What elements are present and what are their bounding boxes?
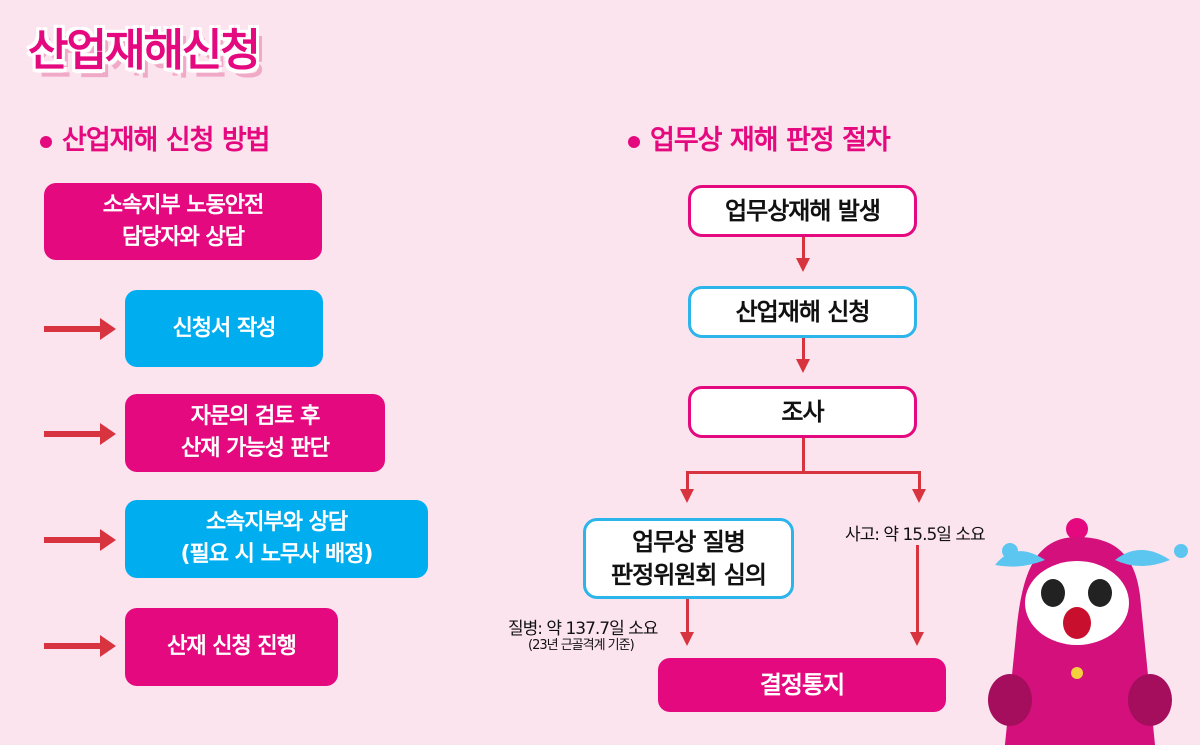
connector: [802, 438, 805, 473]
arrow-down-icon: [680, 489, 694, 503]
node-application: 산업재해 신청: [688, 286, 917, 338]
bullet-icon: [40, 135, 52, 148]
step-branch-consult: 소속지부와 상담 (필요 시 노무사 배정): [125, 500, 428, 578]
connector: [916, 545, 919, 633]
arrow-right-icon: [44, 635, 116, 657]
node-occurrence: 업무상재해 발생: [688, 185, 917, 237]
connector: [686, 471, 689, 491]
bullet-icon: [628, 135, 640, 148]
step-consult: 소속지부 노동안전 담당자와 상담: [44, 183, 322, 260]
heading-text: 업무상 재해 판정 절차: [650, 125, 891, 156]
heading-text: 산업재해 신청 방법: [62, 125, 271, 156]
crying-mascot-icon: [988, 518, 1188, 745]
node-decision: 결정통지: [658, 658, 946, 712]
node-investigation: 조사: [688, 386, 917, 438]
accident-duration: 사고: 약 15.5일 소요: [845, 525, 986, 545]
connector: [686, 599, 689, 633]
section-heading-procedure: 업무상 재해 판정 절차: [628, 118, 891, 157]
page-title: 산업재해신청: [28, 25, 261, 76]
step-proceed: 산재 신청 진행: [125, 608, 338, 686]
arrow-down-icon: [680, 632, 694, 646]
arrow-right-icon: [44, 318, 116, 340]
arrow-down-icon: [912, 489, 926, 503]
connector: [918, 471, 921, 491]
disease-duration-basis: (23년 근골격계 기준): [528, 638, 635, 653]
arrow-right-icon: [44, 423, 116, 445]
arrow-down-icon: [796, 258, 810, 272]
step-application: 신청서 작성: [125, 290, 323, 367]
node-committee: 업무상 질병 판정위원회 심의: [583, 518, 794, 599]
arrow-down-icon: [796, 359, 810, 373]
connector: [802, 338, 805, 362]
section-heading-method: 산업재해 신청 방법: [40, 118, 271, 157]
connector: [686, 471, 921, 474]
connector: [802, 237, 805, 261]
arrow-down-icon: [910, 632, 924, 646]
disease-duration: 질병: 약 137.7일 소요: [508, 619, 658, 639]
arrow-right-icon: [44, 529, 116, 551]
step-review: 자문의 검토 후 산재 가능성 판단: [125, 394, 385, 472]
